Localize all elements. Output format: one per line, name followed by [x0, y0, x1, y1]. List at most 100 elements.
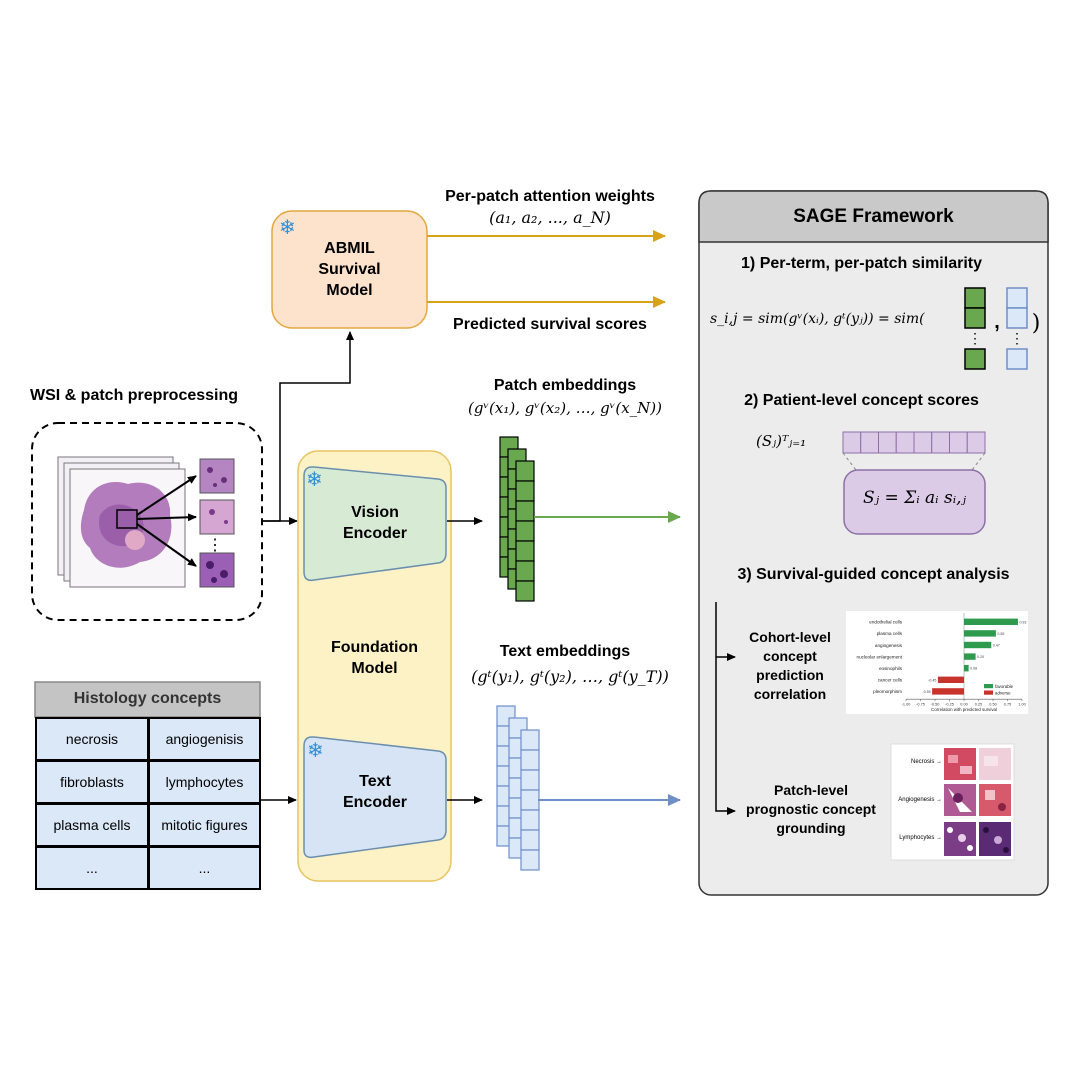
chart-tick-label: 0.00 — [960, 703, 967, 707]
grounding-label-necrosis: Necrosis → — [910, 759, 942, 765]
wsi-slides — [57, 456, 186, 588]
svg-text:⋮: ⋮ — [207, 537, 223, 554]
text-embedding-stack — [496, 705, 540, 871]
chart-bar — [937, 676, 964, 683]
chart-category-label: endothelial cells — [869, 620, 902, 625]
concept-score-cell — [949, 431, 968, 454]
patch-level-label: Patch-level prognostic concept grounding — [736, 781, 886, 838]
text-label-line2: Encoder — [342, 794, 407, 811]
patch-level-line3: grounding — [776, 820, 846, 836]
patch-embedding-cell — [515, 520, 535, 542]
chart-value-label: -0.55 — [922, 690, 930, 694]
survival-title: Predicted survival scores — [453, 316, 647, 333]
chart-tick-label: -0.50 — [931, 703, 940, 707]
cohort-line4: correlation — [753, 686, 827, 702]
step1-title: 1) Per-term, per-patch similarity — [741, 255, 982, 272]
patch-embedding-cell — [515, 480, 535, 502]
concept-score-cell — [895, 431, 915, 454]
text-embedding-cell — [520, 809, 540, 831]
vision-label-line1: Vision — [351, 504, 399, 521]
svg-text:⋮: ⋮ — [968, 330, 982, 346]
concept-score-sequence: (Sⱼ)ᵀⱼ₌₁ — [756, 432, 807, 450]
grounding-label-angiogenesis: Angiogenesis → — [898, 797, 942, 803]
chart-category-label: plasma cells — [877, 631, 903, 636]
grounding-tiles — [944, 748, 1011, 856]
text-embedding-cell — [520, 829, 540, 851]
foundation-label-line2: Model — [351, 660, 398, 677]
text-embedding-cell — [520, 849, 540, 871]
sage-header-bg — [698, 190, 1049, 243]
text-label-line1: Text — [359, 773, 391, 790]
abmil-label-line3: Model — [326, 282, 373, 299]
legend-swatch-adverse — [984, 690, 993, 695]
cohort-line2: concept — [763, 648, 817, 664]
chart-bar — [964, 653, 976, 660]
similarity-formula: s_i,j = sim(gᵛ(xᵢ), gᵗ(yⱼ)) = sim( — [710, 311, 925, 327]
concept-score-cell — [842, 431, 862, 454]
chart-value-label: 0.08 — [970, 667, 977, 671]
concept-cell: fibroblasts — [35, 760, 149, 804]
chart-x-label: Correlation with predicted survival — [931, 707, 997, 712]
concepts-header: Histology concepts — [73, 690, 222, 707]
patch-embedding-cell — [515, 540, 535, 562]
concept-cell: mitotic figures — [148, 803, 261, 847]
vision-label-line2: Encoder — [342, 525, 407, 542]
chart-tick-label: -0.25 — [945, 703, 954, 707]
patch-embedding-cell — [515, 580, 535, 602]
patch-level-line2: prognostic concept — [746, 801, 876, 817]
concept-score-formula: Sⱼ = Σᵢ aᵢ sᵢ,ⱼ — [862, 488, 967, 508]
vision-encoder-shape — [303, 466, 447, 582]
analysis-tree-line — [715, 602, 736, 815]
concept-score-vector — [842, 431, 986, 454]
concept-score-formula-box — [843, 469, 986, 535]
concept-score-cell — [931, 431, 950, 454]
legend-label-favorable: favorable — [995, 684, 1014, 689]
concept-cell: plasma cells — [35, 803, 149, 847]
chart-tick-label: 0.75 — [1004, 703, 1011, 707]
text-embeddings-title: Text embeddings — [499, 643, 631, 660]
text-encoder-label: Text Encoder — [304, 771, 446, 813]
patch-embedding-cell — [515, 500, 535, 522]
foundation-label-line1: Foundation — [330, 639, 419, 656]
patch-level-line1: Patch-level — [774, 782, 848, 798]
snowflake-icon: ❄ — [279, 217, 296, 239]
text-encoder-shape — [303, 736, 447, 859]
concepts-header-bg — [34, 681, 261, 718]
abmil-label: ABMIL Survival Model — [272, 238, 427, 301]
chart-bar — [964, 630, 996, 637]
concept-cell: necrosis — [35, 717, 149, 761]
concept-cell: angiogenisis — [148, 717, 261, 761]
chart-category-label: cancer cells — [878, 678, 903, 683]
chart-background — [846, 611, 1028, 714]
abmil-label-line2: Survival — [318, 261, 381, 278]
vision-encoder-label: Vision Encoder — [304, 502, 446, 544]
attention-formula: (a₁, a₂, ..., a_N) — [489, 208, 611, 227]
cohort-line1: Cohort-level — [749, 629, 831, 645]
chart-bar — [932, 688, 964, 695]
chart-tick-label: 0.25 — [975, 703, 982, 707]
chart-value-label: 0.20 — [977, 655, 984, 659]
text-embeddings-formula: (gᵗ(y₁), gᵗ(y₂), …, gᵗ(y_T)) — [471, 667, 669, 686]
chart-value-label: 0.93 — [1019, 620, 1026, 624]
snowflake-icon: ❄ — [307, 740, 324, 762]
chart-bar — [964, 618, 1018, 625]
legend-label-adverse: adverse — [995, 690, 1011, 695]
chart-category-label: eosinophils — [879, 666, 903, 671]
chart-tick-label: -0.75 — [916, 703, 925, 707]
concept-cell: ... — [148, 846, 261, 890]
chart-value-label: -0.45 — [928, 678, 936, 682]
chart-value-label: 0.55 — [997, 632, 1004, 636]
abmil-label-line1: ABMIL — [324, 240, 375, 257]
concept-cell: lymphocytes — [148, 760, 261, 804]
text-embedding-cell — [520, 789, 540, 811]
similarity-vectors: ⋮ , ⋮ ) — [964, 287, 1040, 370]
svg-text:⋮: ⋮ — [1010, 330, 1024, 346]
concept-score-cell — [966, 431, 986, 454]
step2-title: 2) Patient-level concept scores — [744, 392, 979, 409]
patch-embedding-cell — [515, 460, 535, 482]
chart-tick-label: 1.00 — [1018, 703, 1025, 707]
chart-bar — [964, 665, 969, 672]
chart-category-label: pleomorphism — [873, 689, 902, 694]
patch-embeddings-title: Patch embeddings — [493, 377, 637, 394]
